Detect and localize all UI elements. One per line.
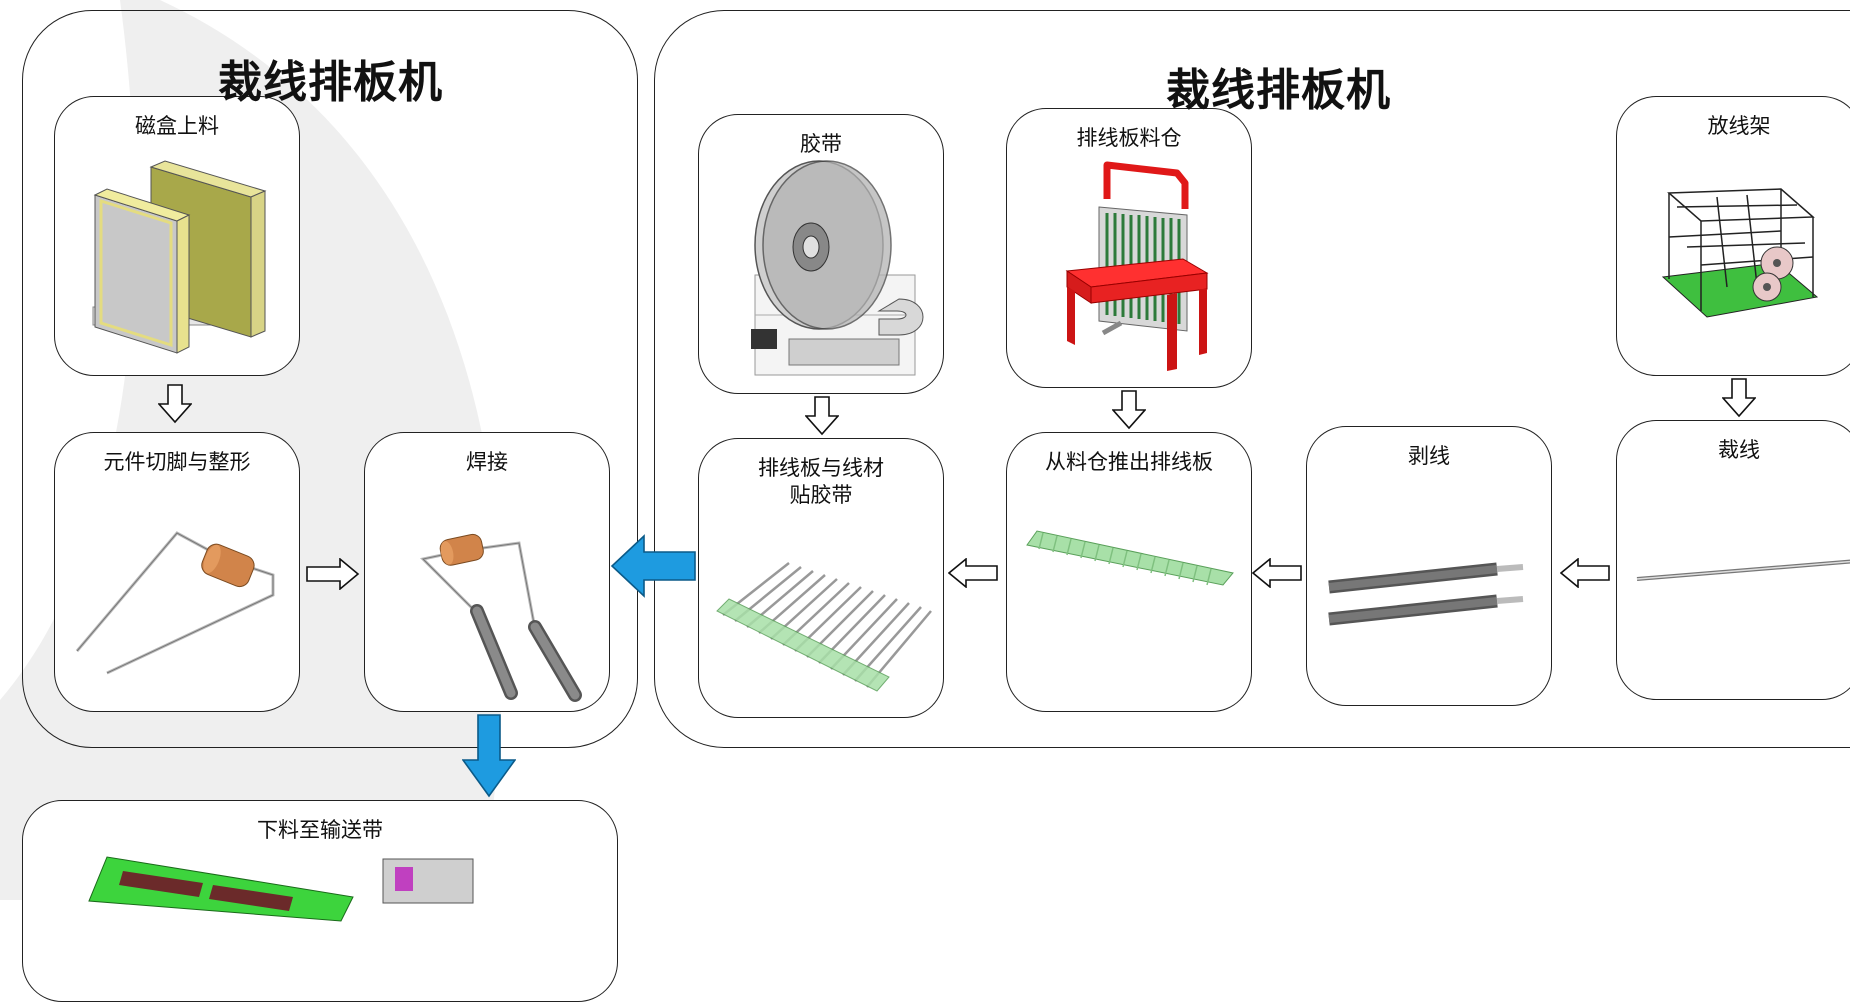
tape-reel-icon bbox=[751, 160, 924, 376]
card-title-push-board: 从料仓推出排线板 bbox=[1045, 450, 1213, 474]
right-group-title: 裁线排板机 bbox=[1166, 65, 1391, 116]
card-title-magazine-feed: 磁盒上料 bbox=[135, 114, 219, 138]
card-strip-wire: 剥线 bbox=[1306, 426, 1552, 706]
arrow-left-blue-right-to-left-machine bbox=[610, 534, 696, 598]
card-wire-rack: 放线架 bbox=[1616, 96, 1850, 376]
right-machine-group bbox=[654, 10, 1850, 748]
magnetic-box-icon bbox=[92, 160, 267, 354]
wire-pay-off-rack-icon bbox=[1661, 188, 1819, 318]
arrow-left-cut-to-strip bbox=[1560, 558, 1610, 588]
arrow-right-cut-to-weld bbox=[306, 558, 360, 590]
arrow-down-magazine-to-cut bbox=[158, 384, 192, 424]
card-board-bin: 排线板料仓 bbox=[1006, 108, 1252, 388]
card-title-wire-rack: 放线架 bbox=[1707, 114, 1771, 138]
card-title-tape: 胶带 bbox=[800, 132, 842, 156]
taped-wire-board-icon bbox=[716, 562, 932, 692]
card-push-board: 从料仓推出排线板 bbox=[1006, 432, 1252, 712]
arrow-left-push-to-taping bbox=[948, 558, 998, 588]
arrow-down-bin-to-push bbox=[1112, 390, 1146, 430]
card-unload-conveyor: 下料至输送带 bbox=[22, 800, 618, 1002]
stripped-wires-icon bbox=[1328, 562, 1524, 626]
card-board-wire-taping: 排线板与线材 贴胶带 bbox=[698, 438, 944, 718]
cut-wire-icon bbox=[1636, 559, 1850, 581]
card-title-board-wire-taping: 排线板与线材 贴胶带 bbox=[758, 456, 884, 507]
bent-resistor-icon bbox=[75, 531, 275, 675]
welded-resistor-icon bbox=[419, 533, 582, 702]
arrow-left-strip-to-push bbox=[1252, 558, 1302, 588]
card-title-welding: 焊接 bbox=[466, 450, 508, 474]
card-title-strip-wire: 剥线 bbox=[1408, 444, 1450, 468]
card-title-board-bin: 排线板料仓 bbox=[1076, 126, 1182, 150]
card-title-lead-cut-form: 元件切脚与整形 bbox=[103, 450, 251, 474]
card-lead-cut-form: 元件切脚与整形 bbox=[54, 432, 300, 712]
card-magazine-feed: 磁盒上料 bbox=[54, 96, 300, 376]
card-title-unload-conveyor: 下料至输送带 bbox=[257, 818, 383, 842]
card-cut-wire: 裁线 bbox=[1616, 420, 1850, 700]
arrow-down-rack-to-cut bbox=[1722, 378, 1756, 418]
card-title-cut-wire: 裁线 bbox=[1718, 438, 1760, 462]
green-wire-board-icon bbox=[1026, 530, 1234, 586]
arrow-down-blue-to-unload bbox=[462, 714, 516, 798]
left-machine-group bbox=[22, 10, 638, 748]
left-group-title: 裁线排板机 bbox=[218, 57, 443, 108]
arrow-down-tape-to-taping bbox=[805, 396, 839, 436]
red-board-bin-icon bbox=[1065, 161, 1209, 371]
card-welding: 焊接 bbox=[364, 432, 610, 712]
card-tape: 胶带 bbox=[698, 114, 944, 394]
